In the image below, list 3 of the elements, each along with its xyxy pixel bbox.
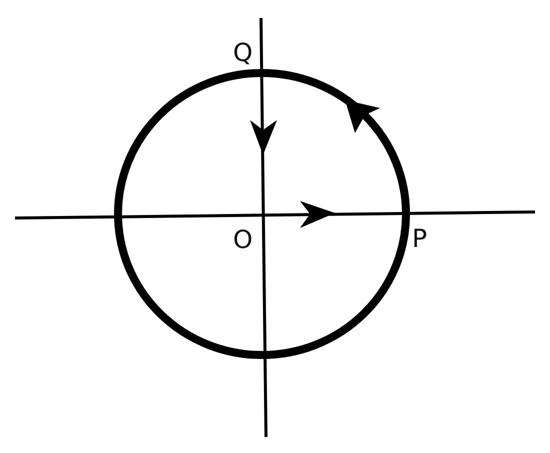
point-label: Q (233, 40, 253, 65)
point-label: P (412, 226, 428, 251)
point-label: O (233, 227, 253, 252)
